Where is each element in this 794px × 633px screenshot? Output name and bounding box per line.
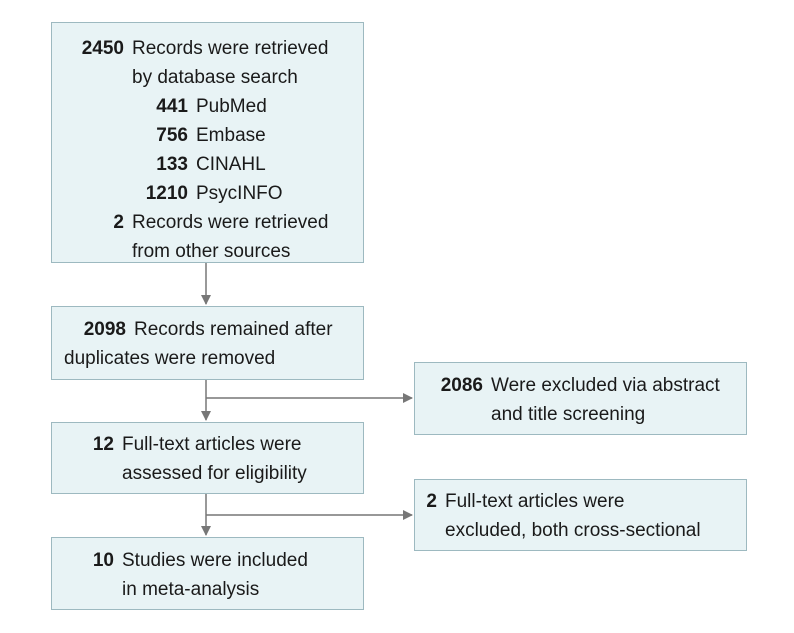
assessed-text-cont: assessed for eligibility <box>122 463 307 484</box>
retrieved-total-count: 2450 <box>81 38 124 59</box>
source-count: 133 <box>156 154 188 175</box>
other-sources-count: 2 <box>113 212 124 233</box>
source-count: 756 <box>156 125 188 146</box>
source-name: Embase <box>196 125 266 146</box>
source-count: 1210 <box>145 183 188 204</box>
deduplicated-text-cont: duplicates were removed <box>64 348 276 369</box>
excluded-screening-text-cont: and title screening <box>491 404 646 425</box>
included-box: 10 Studies were included in meta-analysi… <box>51 537 364 610</box>
source-name: CINAHL <box>196 154 266 175</box>
other-sources-text-cont: from other sources <box>132 241 291 262</box>
source-name: PubMed <box>196 96 267 117</box>
excluded-fulltext-text-cont: excluded, both cross-sectional <box>445 520 701 541</box>
other-sources-text: Records were retrieved <box>132 212 329 233</box>
retrieved-total-text-cont: by database search <box>132 67 298 88</box>
included-text-cont: in meta-analysis <box>122 579 260 600</box>
excluded-fulltext-count: 2 <box>426 491 437 512</box>
retrieved-total-text: Records were retrieved <box>132 38 329 59</box>
excluded-fulltext-box: 2 Full-text articles were excluded, both… <box>414 479 747 551</box>
deduplicated-box: 2098 Records remained after duplicates w… <box>51 306 364 380</box>
source-count: 441 <box>156 96 188 117</box>
excluded-screening-text: Were excluded via abstract <box>491 375 720 396</box>
assessed-text: Full-text articles were <box>122 434 302 455</box>
retrieved-records-box: 2450 Records were retrieved by database … <box>51 22 364 263</box>
included-count: 10 <box>92 550 114 571</box>
assessed-count: 12 <box>92 434 114 455</box>
assessed-box: 12 Full-text articles were assessed for … <box>51 422 364 494</box>
excluded-fulltext-text: Full-text articles were <box>445 491 625 512</box>
excluded-screening-box: 2086 Were excluded via abstract and titl… <box>414 362 747 435</box>
deduplicated-text: Records remained after <box>134 319 333 340</box>
source-name: PsycINFO <box>196 183 283 204</box>
excluded-screening-count: 2086 <box>440 375 483 396</box>
included-text: Studies were included <box>122 550 308 571</box>
deduplicated-count: 2098 <box>83 319 126 340</box>
